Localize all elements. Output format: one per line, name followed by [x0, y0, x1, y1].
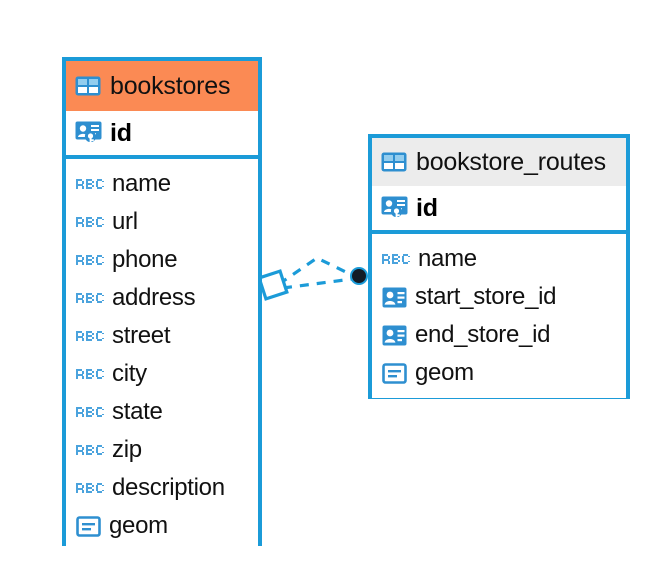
attribute-label: address	[112, 284, 196, 311]
attribute-row[interactable]: phone	[66, 241, 258, 279]
attribute-row[interactable]: url	[66, 203, 258, 241]
primary-key-icon	[381, 196, 408, 220]
abc-text-icon	[76, 253, 104, 267]
primary-key-label-bookstores: id	[110, 118, 132, 147]
attribute-row[interactable]: description	[66, 469, 258, 507]
attribute-row[interactable]: geom	[66, 507, 258, 545]
attribute-label: phone	[112, 246, 178, 273]
diamond-marker	[257, 269, 289, 301]
attribute-row[interactable]: zip	[66, 431, 258, 469]
attribute-row[interactable]: start_store_id	[372, 278, 626, 316]
filled-circle-marker	[350, 267, 368, 285]
attribute-list-bookstore-routes: name start_store_id	[372, 234, 626, 398]
entity-header-bookstores[interactable]: bookstores	[66, 61, 258, 111]
attribute-label: start_store_id	[415, 283, 557, 310]
primary-key-row-bookstores[interactable]: id	[66, 111, 258, 155]
attribute-row[interactable]: state	[66, 393, 258, 431]
entity-title-bookstores: bookstores	[110, 71, 231, 100]
attribute-label: description	[112, 474, 225, 501]
attribute-row[interactable]: name	[66, 165, 258, 203]
attribute-row[interactable]: city	[66, 355, 258, 393]
attribute-label: name	[112, 170, 171, 197]
geometry-icon	[76, 515, 101, 537]
abc-text-icon	[76, 405, 104, 419]
attribute-label: geom	[109, 512, 168, 539]
abc-text-icon	[382, 252, 410, 266]
abc-text-icon	[76, 443, 104, 457]
attribute-label: name	[418, 245, 477, 272]
abc-text-icon	[76, 177, 104, 191]
attribute-list-bookstores: name	[66, 159, 258, 551]
attribute-row[interactable]: street	[66, 317, 258, 355]
attribute-label: street	[112, 322, 171, 349]
entity-title-bookstore-routes: bookstore_routes	[416, 147, 606, 176]
primary-key-row-bookstore-routes[interactable]: id	[372, 186, 626, 230]
abc-text-icon	[76, 367, 104, 381]
foreign-key-icon	[382, 287, 407, 308]
attribute-label: city	[112, 360, 147, 387]
attribute-label: url	[112, 208, 138, 235]
attribute-row[interactable]: name	[372, 240, 626, 278]
table-icon	[381, 152, 407, 172]
attribute-row[interactable]: end_store_id	[372, 316, 626, 354]
abc-text-icon	[76, 481, 104, 495]
abc-text-icon	[76, 329, 104, 343]
entity-header-bookstore-routes[interactable]: bookstore_routes	[372, 138, 626, 186]
primary-key-divider	[372, 230, 626, 234]
attribute-label: end_store_id	[415, 321, 551, 348]
foreign-key-icon	[382, 325, 407, 346]
abc-text-icon	[76, 215, 104, 229]
primary-key-label-bookstore-routes: id	[416, 193, 438, 222]
relationship-line-lower	[282, 277, 353, 290]
primary-key-divider	[66, 155, 258, 159]
attribute-label: zip	[112, 436, 142, 463]
primary-key-icon	[75, 121, 102, 145]
entity-table-bookstores[interactable]: bookstores id	[62, 57, 262, 551]
abc-text-icon	[76, 291, 104, 305]
entity-table-bookstore-routes[interactable]: bookstore_routes id	[368, 134, 630, 399]
relationship-line-upper	[278, 256, 355, 286]
attribute-row[interactable]: geom	[372, 354, 626, 392]
table-icon	[75, 76, 101, 96]
attribute-label: state	[112, 398, 163, 425]
geometry-icon	[382, 362, 407, 384]
attribute-row[interactable]: address	[66, 279, 258, 317]
attribute-label: geom	[415, 359, 474, 386]
